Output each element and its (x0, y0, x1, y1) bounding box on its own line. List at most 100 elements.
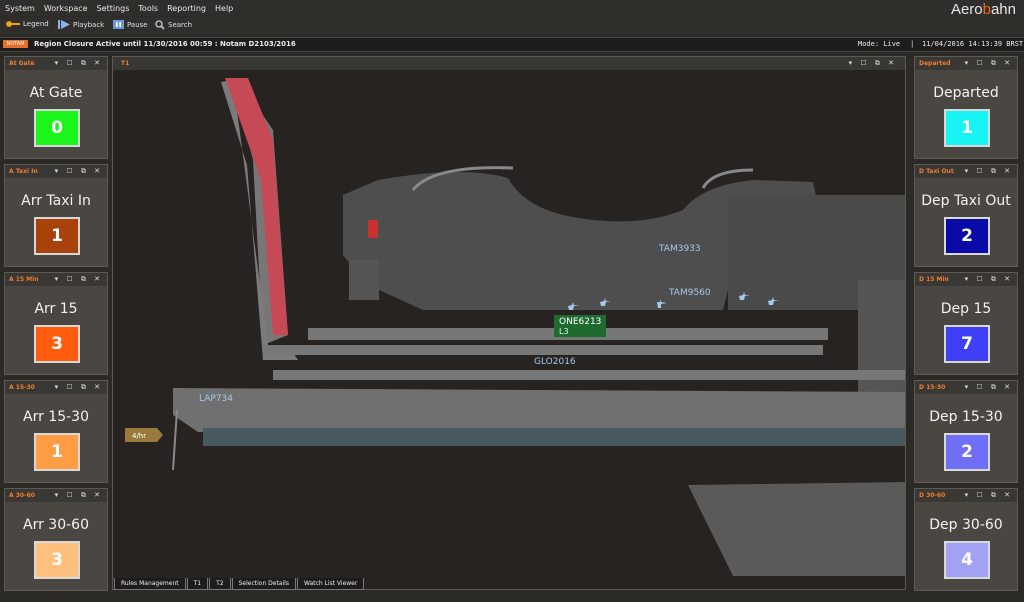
status-bar: NOTAM Region Closure Active until 11/30/… (0, 37, 1024, 52)
airport-map[interactable]: TAM3933 TAM9560 ONE6213 L3 GLO2016 LAP73… (113, 70, 905, 576)
panel-header: D 15-30 ▾ ☐ ⧉ ✕ (915, 381, 1017, 394)
panel-header: A 30-60 ▾ ☐ ⧉ ✕ (5, 489, 107, 502)
search-button[interactable]: Search (155, 20, 192, 30)
tab-t1[interactable]: T1 (186, 578, 209, 590)
flight-gate: L3 (559, 327, 569, 336)
tab-rules-management[interactable]: Rules Management (114, 578, 186, 590)
panel-header: Departed ▾ ☐ ⧉ ✕ (915, 57, 1017, 70)
panel-controls[interactable]: ▾ ☐ ⧉ ✕ (964, 59, 1013, 67)
map-title[interactable]: T1 (121, 60, 130, 67)
panel-dep-15: D 15 Min▾ ☐ ⧉ ✕ Dep 15 7 (914, 272, 1018, 375)
panel-title[interactable]: A 30-60 (9, 492, 35, 499)
road (701, 168, 754, 189)
pause-label: Pause (127, 20, 148, 29)
panel-title[interactable]: Departed (919, 60, 951, 67)
panel-title[interactable]: A 15 Min (9, 276, 39, 283)
panel-departed: Departed ▾ ☐ ⧉ ✕ Departed 1 (914, 56, 1018, 159)
panel-label: Dep Taxi Out (921, 193, 1011, 209)
panel-label: Departed (933, 85, 999, 101)
count-box[interactable]: 2 (944, 433, 990, 471)
taxiway-b (263, 345, 823, 355)
menu-tools[interactable]: Tools (138, 4, 159, 13)
key-icon (6, 21, 20, 27)
closed-runway-segment (225, 78, 288, 335)
legend-button[interactable]: Legend (6, 20, 49, 28)
panel-header: D Taxi Out ▾ ☐ ⧉ ✕ (915, 165, 1017, 178)
flight-lap734[interactable]: LAP734 (199, 394, 233, 404)
menu-reporting[interactable]: Reporting (167, 4, 206, 13)
menu-system[interactable]: System (5, 4, 35, 13)
bottom-tabs: Rules Management T1 T2 Selection Details… (114, 578, 365, 590)
arrival-rate: 4/hr (132, 432, 146, 440)
count-box[interactable]: 0 (34, 109, 80, 147)
panel-label: Dep 15-30 (929, 409, 1003, 425)
playback-button[interactable]: Playback (58, 20, 104, 29)
count-box[interactable]: 3 (34, 541, 80, 579)
panel-header: A 15 Min ▾ ☐ ⧉ ✕ (5, 273, 107, 286)
count-box[interactable]: 7 (944, 325, 990, 363)
flight-glo2016[interactable]: GLO2016 (534, 357, 576, 367)
pause-button[interactable]: Pause (113, 20, 148, 29)
panel-controls[interactable]: ▾ ☐ ⧉ ✕ (964, 167, 1013, 175)
flight-highlight-box (554, 315, 606, 337)
count-box[interactable]: 2 (944, 217, 990, 255)
panel-title[interactable]: D Taxi Out (919, 168, 954, 175)
panel-controls[interactable]: ▾ ☐ ⧉ ✕ (54, 383, 103, 391)
search-icon (155, 20, 165, 30)
tab-t2[interactable]: T2 (209, 578, 231, 590)
panel-controls[interactable]: ▾ ☐ ⧉ ✕ (54, 275, 103, 283)
menu-settings[interactable]: Settings (96, 4, 130, 13)
flight-tam9560[interactable]: TAM9560 (668, 288, 711, 298)
arrival-rate-arrow (125, 428, 163, 442)
count-box[interactable]: 1 (944, 109, 990, 147)
clock-readout: 11/04/2016 14:13:39 BRST (922, 40, 1024, 48)
panel-arr-15: A 15 Min ▾ ☐ ⧉ ✕ Arr 15 3 (4, 272, 108, 375)
panel-label: Arr 30-60 (23, 517, 89, 533)
road (172, 409, 178, 471)
count-box[interactable]: 4 (944, 541, 990, 579)
panel-title[interactable]: D 15 Min (919, 276, 949, 283)
cargo-area (688, 482, 905, 576)
panel-title[interactable]: At Gate (9, 60, 35, 67)
tab-watch-list-viewer[interactable]: Watch List Viewer (296, 578, 365, 590)
flight-one6213[interactable]: ONE6213 (559, 317, 601, 327)
road (411, 166, 514, 191)
panel-controls[interactable]: ▾ ☐ ⧉ ✕ (964, 491, 1013, 499)
panel-dep-15-30: D 15-30 ▾ ☐ ⧉ ✕ Dep 15-30 2 (914, 380, 1018, 483)
panel-title[interactable]: A Taxi In (9, 168, 38, 175)
aircraft-markers (568, 292, 779, 310)
panel-dep-taxi-out: D Taxi Out ▾ ☐ ⧉ ✕ Dep Taxi Out 2 (914, 164, 1018, 267)
count-box[interactable]: 1 (34, 217, 80, 255)
closure-block (368, 220, 378, 238)
panel-label: Arr 15 (34, 301, 78, 317)
panel-controls[interactable]: ▾ ☐ ⧉ ✕ (54, 491, 103, 499)
panel-label: Arr Taxi In (21, 193, 91, 209)
notam-message: Region Closure Active until 11/30/2016 0… (34, 40, 296, 48)
panel-controls[interactable]: ▾ ☐ ⧉ ✕ (54, 59, 103, 67)
toolbar: Legend Playback Pause Search (0, 17, 1024, 34)
count-box[interactable]: 1 (34, 433, 80, 471)
panel-header: D 15 Min ▾ ☐ ⧉ ✕ (915, 273, 1017, 286)
panel-label: Arr 15-30 (23, 409, 89, 425)
search-label: Search (168, 21, 193, 29)
panel-controls[interactable]: ▾ ☐ ⧉ ✕ (964, 275, 1013, 283)
tab-selection-details[interactable]: Selection Details (231, 578, 296, 590)
panel-dep-30-60: D 30-60 ▾ ☐ ⧉ ✕ Dep 30-60 4 (914, 488, 1018, 591)
legend-label: Legend (23, 20, 49, 28)
panel-title[interactable]: D 15-30 (919, 384, 946, 391)
playback-icon (58, 20, 70, 29)
map-controls[interactable]: ▾ ☐ ⧉ ✕ (848, 59, 897, 67)
flight-tam3933[interactable]: TAM3933 (658, 244, 701, 254)
count-box[interactable]: 3 (34, 325, 80, 363)
panel-title[interactable]: A 15-30 (9, 384, 35, 391)
runway-south (203, 428, 905, 446)
panel-title[interactable]: D 30-60 (919, 492, 946, 499)
menu-workspace[interactable]: Workspace (43, 4, 88, 13)
taxiway-north (221, 80, 298, 360)
notam-badge[interactable]: NOTAM (3, 40, 28, 48)
taxiway-c (273, 370, 905, 380)
panel-controls[interactable]: ▾ ☐ ⧉ ✕ (54, 167, 103, 175)
panel-label: Dep 30-60 (929, 517, 1003, 533)
menu-help[interactable]: Help (215, 4, 234, 13)
panel-controls[interactable]: ▾ ☐ ⧉ ✕ (964, 383, 1013, 391)
